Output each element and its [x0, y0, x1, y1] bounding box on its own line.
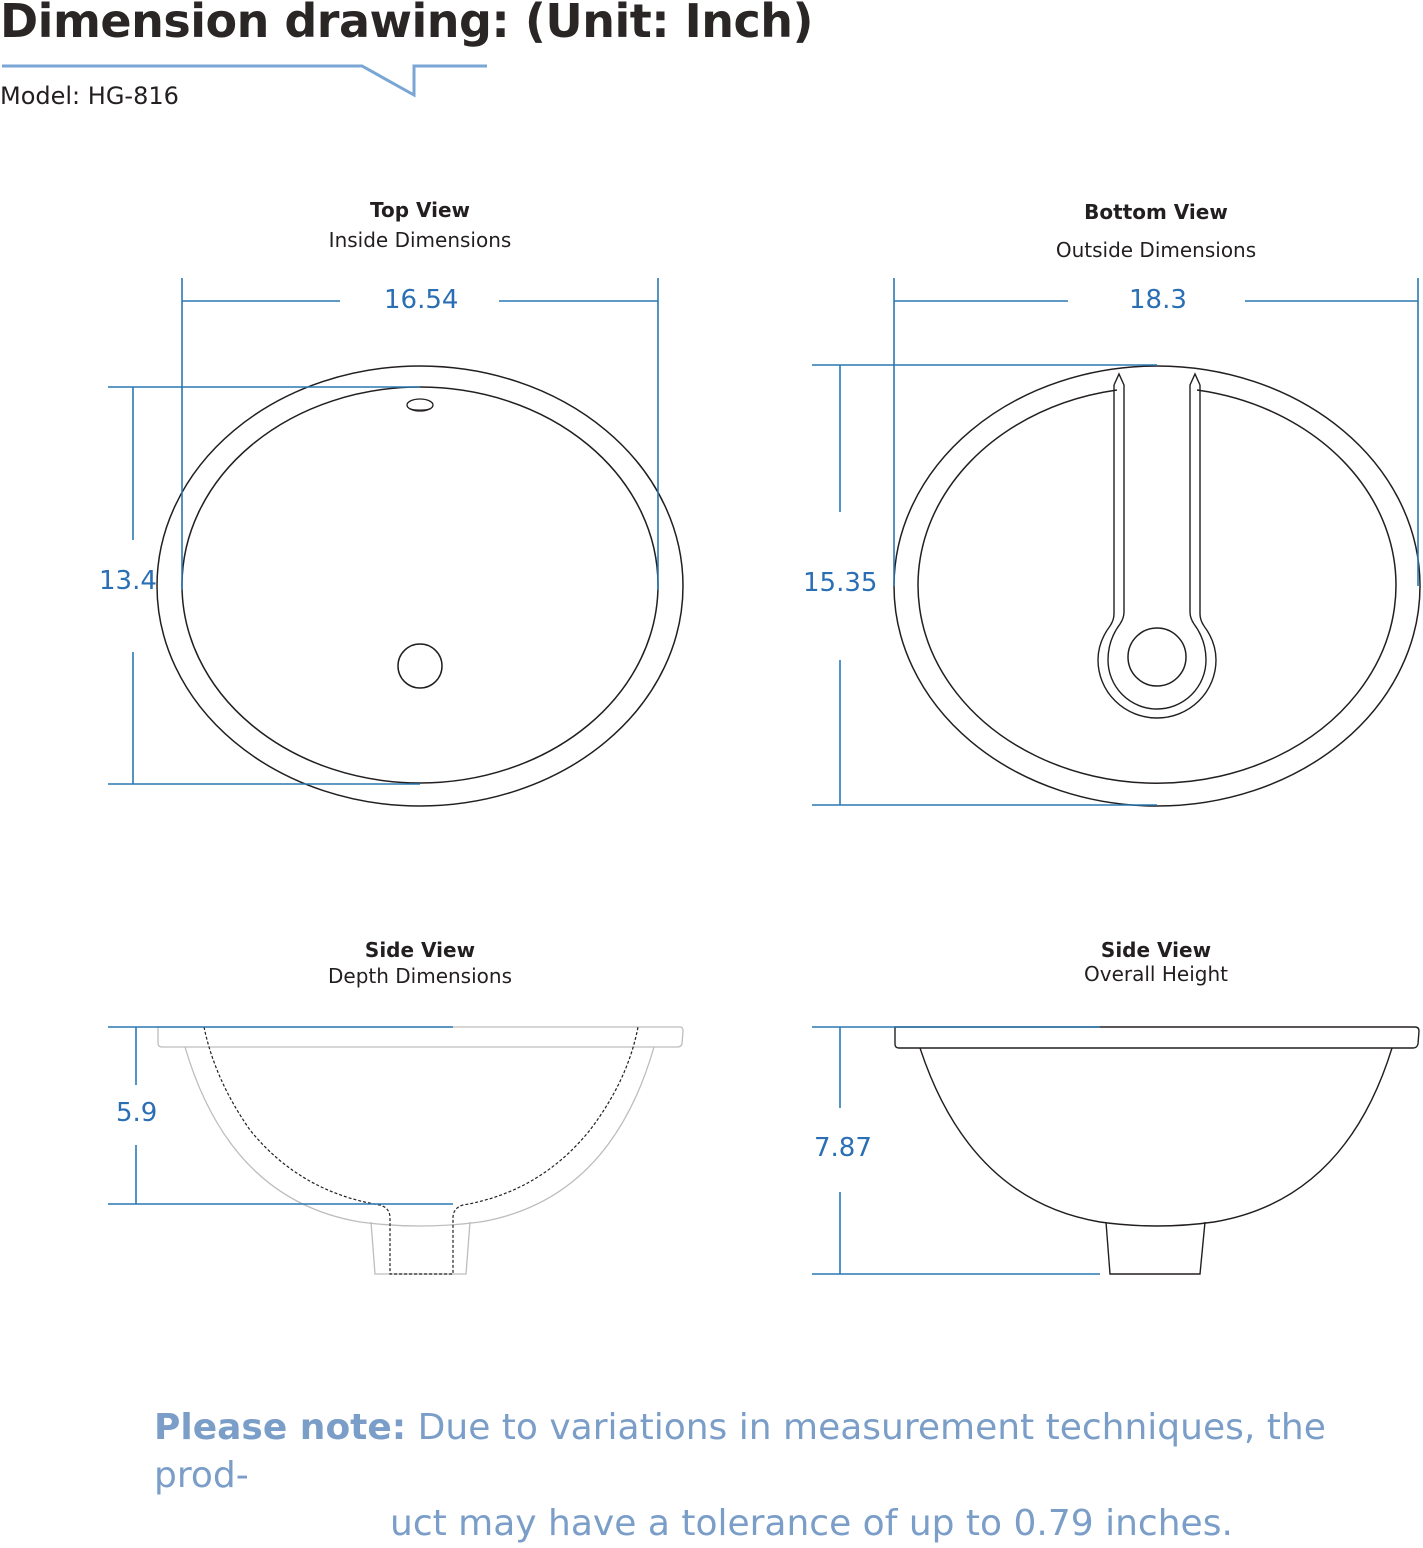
side-height-title: Side View — [1100, 938, 1212, 962]
side-depth-label: 5.9 — [116, 1098, 158, 1128]
bottom-view-width-label: 18.3 — [1129, 285, 1187, 315]
side-depth-heading: Side View Depth Dimensions — [220, 938, 620, 988]
note-lead: Please note: — [154, 1407, 407, 1448]
header-rule — [2, 64, 487, 98]
top-view-width-label: 16.54 — [384, 285, 459, 315]
page-title: Dimension drawing: (Unit: Inch) — [0, 0, 814, 48]
top-view-heading: Top View Inside Dimensions — [220, 198, 620, 252]
side-height-label: 7.87 — [814, 1133, 872, 1163]
side-depth-drawing — [108, 1026, 684, 1275]
drain-hole-icon — [1127, 627, 1187, 687]
bottom-view-drawing — [812, 278, 1421, 807]
top-view-length-label: 13.4 — [99, 566, 157, 596]
side-height-subtitle: Overall Height — [1084, 962, 1228, 986]
drain-hole-icon — [397, 643, 443, 689]
tolerance-note: Please note: Due to variations in measur… — [154, 1404, 1374, 1548]
top-view-subtitle: Inside Dimensions — [328, 228, 512, 252]
side-height-drawing — [812, 1026, 1420, 1275]
note-line-2: uct may have a tolerance of up to 0.79 i… — [390, 1503, 1233, 1544]
note-line-1: Due to variations in measurement techniq… — [154, 1407, 1326, 1496]
side-depth-title: Side View — [364, 938, 476, 962]
dimension-drawing — [2, 64, 1421, 1275]
bottom-view-heading: Bottom View Outside Dimensions — [956, 200, 1356, 262]
bottom-view-subtitle: Outside Dimensions — [1055, 238, 1257, 262]
model-number: Model: HG-816 — [0, 82, 179, 110]
side-depth-subtitle: Depth Dimensions — [327, 964, 512, 988]
top-view-title: Top View — [369, 198, 471, 222]
bottom-view-length-label: 15.35 — [803, 568, 878, 598]
bottom-view-title: Bottom View — [1084, 200, 1228, 224]
side-height-heading: Side View Overall Height — [956, 938, 1356, 986]
top-view-drawing — [108, 278, 684, 807]
